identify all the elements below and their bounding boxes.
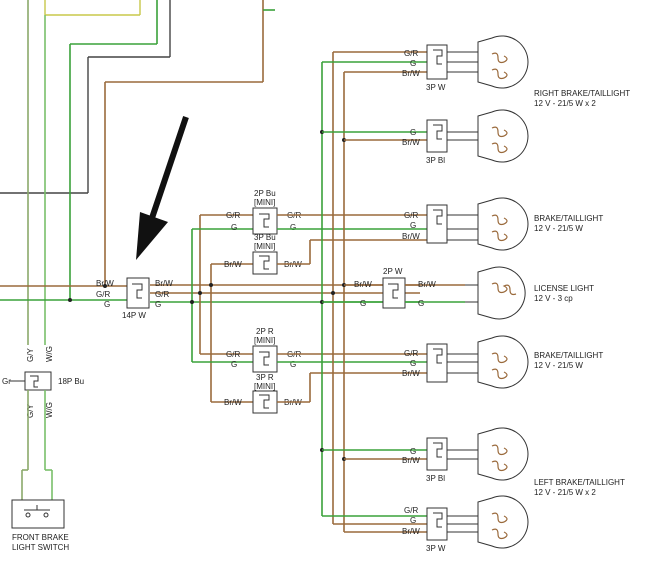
wire-label: Br/W (402, 369, 420, 378)
connector-2p-r: 2P R [MINI] G/R G G/R G (226, 327, 301, 373)
wire-label: G/R (404, 349, 418, 358)
light-spec: 12 V - 21/5 W (534, 224, 583, 233)
connector-14p: Br/W G/R G Br/W G/R G 14P W (96, 277, 173, 320)
wire-label: Br/W (402, 138, 420, 147)
wire-label: G/R (96, 290, 110, 299)
connector-label: 3P Bu (254, 233, 276, 242)
wire-label: Br/W (402, 232, 420, 241)
connector-label: [MINI] (254, 198, 275, 207)
light-title: LICENSE LIGHT (534, 284, 594, 293)
light-spec: 12 V - 21/5 W (534, 361, 583, 370)
light-title: LEFT BRAKE/TAILLIGHT (534, 478, 625, 487)
connector-3p-r: 3P R [MINI] Br/W Br/W (224, 373, 302, 414)
wire-label: G (410, 447, 416, 456)
wire-label: G/R (226, 350, 240, 359)
connector-label: 2P Bu (254, 189, 276, 198)
connector-label: [MINI] (254, 382, 275, 391)
light-spec: 12 V - 3 cp (534, 294, 573, 303)
wire-label: G (418, 299, 424, 308)
connector-label: 2P W (383, 267, 403, 276)
wire-label: G/R (404, 49, 418, 58)
connector-18p: Gr 18P Bu G/Y W/G G/Y W/G (2, 346, 84, 510)
connector-label: [MINI] (254, 336, 275, 345)
wire-label: G (360, 299, 366, 308)
light-captions: RIGHT BRAKE/TAILLIGHT 12 V - 21/5 W x 2 … (534, 89, 630, 497)
connector-label: 3P Bl (426, 156, 445, 165)
wire-label: W/G (45, 402, 54, 418)
bulb-brake-1 (426, 197, 529, 251)
wire-label: G (410, 59, 416, 68)
top-cable-runs (0, 0, 275, 345)
connector-label: 3P W (426, 83, 446, 92)
light-title: BRAKE/TAILLIGHT (534, 351, 603, 360)
wire-label: G/R (404, 211, 418, 220)
wire-label: Br/W (402, 456, 420, 465)
mini-outputs (277, 214, 427, 403)
switch-icon: FRONT BRAKE LIGHT SWITCH (11, 499, 69, 552)
wire-label: W/G (45, 346, 54, 362)
wire-label: G (155, 300, 161, 309)
switch-label: LIGHT SWITCH (12, 543, 69, 552)
arrow-icon (136, 116, 189, 260)
connector-label: [MINI] (254, 242, 275, 251)
wire-label: G (290, 360, 296, 369)
wire-label: Br/W (402, 69, 420, 78)
connector-label: 3P R (256, 373, 274, 382)
light-title: RIGHT BRAKE/TAILLIGHT (534, 89, 630, 98)
bulb-wire-labels: G/R G Br/W G Br/W G/R G Br/W G/R G Br/W … (402, 49, 420, 536)
bulb-brake-2 (426, 335, 529, 389)
wire-label: G (410, 128, 416, 137)
wire-label: G (410, 359, 416, 368)
connector-label: 3P W (426, 544, 446, 553)
wire-label: Br/W (354, 280, 372, 289)
light-spec: 12 V - 21/5 W x 2 (534, 99, 596, 108)
wire-label: G (231, 360, 237, 369)
connector-label: 3P Bl (426, 474, 445, 483)
switch-label: FRONT BRAKE (12, 533, 69, 542)
wire-label: Br/W (96, 279, 114, 288)
wire-label: G (104, 300, 110, 309)
wire-label: Br/W (155, 279, 173, 288)
wire-label: Br/W (402, 527, 420, 536)
bulb-left-lower: 3P W (426, 495, 529, 553)
license-branch: 2P W Br/W G Br/W G (322, 267, 465, 309)
wire-label: G/Y (26, 348, 35, 362)
bulb-right-upper: 3P W (426, 35, 529, 92)
connector-2p-bu: 2P Bu [MINI] G/R G G/R G (226, 189, 301, 235)
connector-label: 18P Bu (58, 377, 84, 386)
wire-label: Gr (2, 377, 11, 386)
wire-label: Br/W (224, 398, 242, 407)
wire-label: G (290, 223, 296, 232)
bulb-license (465, 266, 526, 320)
bulb-right-lower: 3P Bl (426, 109, 529, 165)
wire-label: G/Y (26, 404, 35, 418)
light-spec: 12 V - 21/5 W x 2 (534, 488, 596, 497)
distribution-bars (190, 214, 253, 403)
connector-3p-bu: 3P Bu [MINI] Br/W Br/W (224, 233, 302, 275)
connector-label: 2P R (256, 327, 274, 336)
bulb-left-upper: 3P Bl (426, 427, 529, 483)
light-title: BRAKE/TAILLIGHT (534, 214, 603, 223)
wire-label: G (410, 221, 416, 230)
wire-label: G/R (404, 506, 418, 515)
connector-label: 14P W (122, 311, 146, 320)
wire-label: G (231, 223, 237, 232)
wire-label: Br/W (224, 260, 242, 269)
wire-label: G (410, 516, 416, 525)
wire-label: Br/W (418, 280, 436, 289)
wire-label: G/R (155, 290, 169, 299)
wire-label: G/R (226, 211, 240, 220)
